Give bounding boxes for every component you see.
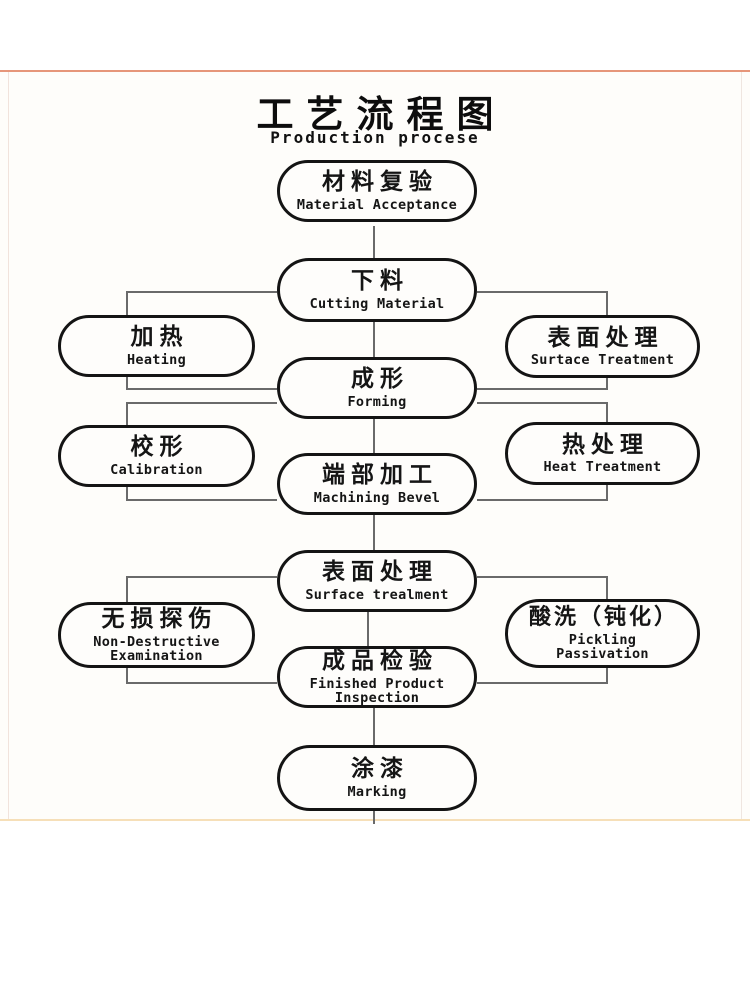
node-cutting-material-en: Cutting Material (309, 295, 445, 312)
connector-cutting-to-heating-h (126, 291, 277, 293)
node-surface-treatment-right: 表面处理 Surtace Treatment (505, 315, 700, 378)
node-surface-treatment-center-zh: 表面处理 (322, 559, 438, 586)
connector-forming-to-calibration-v (126, 402, 128, 426)
connector-forming-to-bevel (373, 419, 375, 454)
connector-surfright-to-forming-v (606, 378, 608, 390)
node-machining-bevel-zh: 端部加工 (322, 462, 438, 489)
page-subtitle: Production procese (270, 128, 480, 147)
connector-surface-to-nde-v (126, 576, 128, 603)
connector-heattreat-to-bevel-h (477, 499, 608, 501)
node-pickling-passivation-en: Pickling Passivation (556, 631, 649, 662)
node-non-destructive-examination-zh: 无损探伤 (101, 605, 218, 632)
frame-line-left (8, 72, 9, 819)
connector-pickling-to-inspection-h (477, 682, 608, 684)
connector-cutting-to-surfright-v (606, 291, 608, 317)
connector-surface-to-pickling-v (606, 576, 608, 600)
connector-marking-stub (373, 811, 375, 824)
node-marking-zh: 涂漆 (351, 756, 409, 783)
connector-heattreat-to-bevel-v (606, 485, 608, 501)
node-pickling-passivation-zh: 酸洗（钝化） (528, 605, 679, 631)
node-surface-treatment-right-zh: 表面处理 (547, 324, 664, 351)
node-finished-product-inspection-en: Finished Product Inspection (309, 675, 445, 706)
node-material-acceptance: 材料复验 Material Acceptance (277, 160, 477, 222)
connector-cutting-to-heating-v (126, 291, 128, 317)
node-heat-treatment-en: Heat Treatment (543, 459, 662, 476)
connector-calibration-to-bevel-v (126, 487, 128, 501)
node-marking: 涂漆 Marking (277, 745, 477, 811)
connector-surface-to-nde-h (126, 576, 277, 578)
node-non-destructive-examination: 无损探伤 Non-Destructive Examination (58, 602, 255, 668)
connector-pickling-to-inspection-v (606, 668, 608, 684)
connector-heating-to-forming-h (126, 388, 277, 390)
connector-material-to-cutting (373, 226, 375, 258)
node-cutting-material-zh: 下料 (351, 268, 409, 295)
node-calibration: 校形 Calibration (58, 425, 255, 487)
connector-surfright-to-forming-h (477, 388, 608, 390)
connector-bevel-to-surface (373, 515, 375, 551)
node-forming-zh: 成形 (351, 366, 409, 393)
node-machining-bevel-en: Machining Bevel (313, 489, 441, 506)
connector-forming-to-calibration-h (126, 402, 277, 404)
node-material-acceptance-en: Material Acceptance (296, 196, 458, 213)
node-non-destructive-examination-en: Non-Destructive Examination (93, 633, 220, 664)
page-title: 工艺流程图 (256, 93, 507, 136)
node-heating: 加热 Heating (58, 315, 255, 377)
node-machining-bevel: 端部加工 Machining Bevel (277, 453, 477, 515)
node-calibration-en: Calibration (110, 461, 203, 478)
connector-calibration-to-bevel-h (126, 499, 277, 501)
connector-cutting-to-surfright-h (477, 291, 608, 293)
node-forming-en: Forming (347, 393, 407, 410)
node-heating-zh: 加热 (130, 324, 189, 351)
node-finished-product-inspection: 成品检验 Finished Product Inspection (277, 646, 477, 708)
connector-nde-to-inspection-h (126, 682, 277, 684)
connector-cutting-to-forming (373, 322, 375, 358)
node-material-acceptance-zh: 材料复验 (322, 169, 438, 196)
connector-forming-to-heattreat-h (477, 402, 608, 404)
connector-inspection-to-marking (373, 708, 375, 746)
node-heat-treatment-zh: 热处理 (562, 431, 649, 458)
node-cutting-material: 下料 Cutting Material (277, 258, 477, 322)
connector-surface-to-pickling-h (477, 576, 608, 578)
connector-nde-to-inspection-v (126, 668, 128, 684)
frame-line-bottom (0, 819, 750, 821)
frame-line-top (0, 70, 750, 72)
connector-surface-to-inspection (367, 612, 369, 648)
node-pickling-passivation: 酸洗（钝化） Pickling Passivation (505, 599, 700, 668)
frame-line-right (741, 72, 742, 819)
node-surface-treatment-right-en: Surtace Treatment (530, 352, 675, 369)
node-finished-product-inspection-zh: 成品检验 (322, 647, 438, 674)
node-surface-treatment-center-en: Surface trealment (305, 586, 449, 603)
connector-heating-to-forming-v (126, 377, 128, 390)
node-forming: 成形 Forming (277, 357, 477, 419)
node-marking-en: Marking (347, 783, 407, 800)
connector-forming-to-heattreat-v (606, 402, 608, 423)
node-heating-en: Heating (127, 351, 186, 368)
node-heat-treatment: 热处理 Heat Treatment (505, 422, 700, 485)
node-surface-treatment-center: 表面处理 Surface trealment (277, 550, 477, 612)
node-calibration-zh: 校形 (130, 434, 189, 461)
